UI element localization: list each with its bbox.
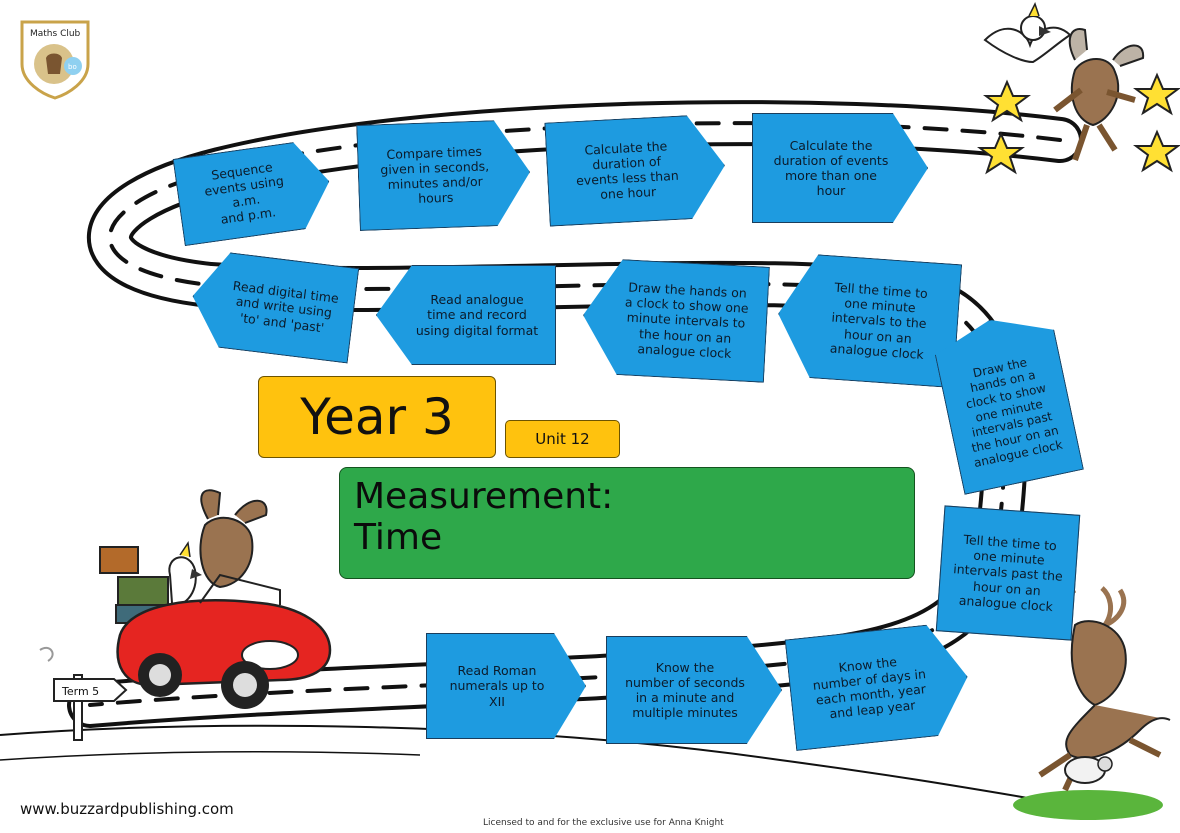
- moose-icon: [1053, 28, 1145, 161]
- parrot-passenger-icon: [168, 540, 202, 606]
- parrot-icon: [983, 2, 1072, 64]
- topic-line: Measurement:: [354, 476, 614, 517]
- reindeer-illustration: [1013, 586, 1171, 820]
- licence-notice: Licensed to and for the exclusive use fo…: [483, 818, 724, 828]
- topic-line: Time: [354, 517, 443, 559]
- topic-title: Measurement: Time: [339, 467, 915, 579]
- celebration-animals-illustration: [977, 2, 1180, 175]
- moose-driver-icon: [199, 489, 268, 589]
- logo-text-top: Maths Club: [30, 29, 81, 39]
- car-trip-illustration: Term 5: [39, 489, 332, 741]
- maths-club-logo: Maths Club bo: [20, 20, 90, 100]
- star-icon: [977, 72, 1180, 175]
- logo-text-right: bo: [68, 63, 77, 71]
- signpost-icon: Term 5: [39, 646, 128, 741]
- sheep-icon: [1064, 756, 1113, 784]
- unit-label: Unit 12: [505, 420, 620, 458]
- signpost-label: Term 5: [61, 685, 99, 698]
- website-url: www.buzzardpublishing.com: [20, 800, 234, 818]
- red-car-icon: [116, 573, 332, 709]
- year-label: Year 3: [258, 376, 496, 458]
